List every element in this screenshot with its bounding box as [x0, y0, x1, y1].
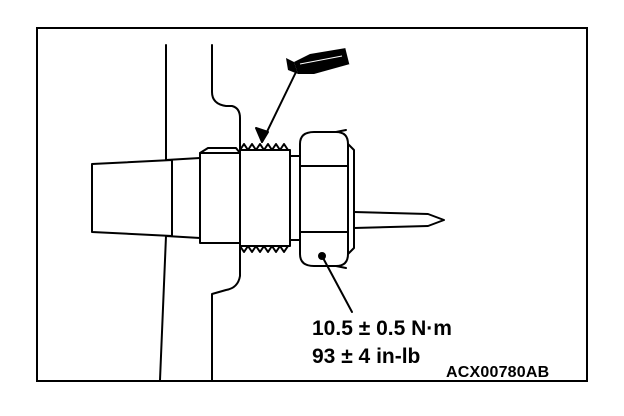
- sealant-leader-line: [255, 71, 297, 143]
- torque-spec-nm: 10.5 ± 0.5 N·m: [312, 317, 452, 340]
- sensor-neck: [289, 155, 301, 241]
- housing-outline: [159, 44, 241, 381]
- probe-pin: [353, 211, 445, 229]
- reference-code: ACX00780AB: [446, 364, 550, 381]
- hex-nut: [299, 129, 355, 269]
- connector-body: [91, 157, 201, 239]
- sensor-base: [199, 147, 241, 244]
- torque-spec-inlb: 93 ± 4 in-lb: [312, 345, 421, 368]
- sealant-tube-icon: [286, 47, 351, 74]
- torque-leader-line: [318, 252, 353, 313]
- diagram-frame: [36, 27, 588, 382]
- threaded-section: [239, 143, 291, 253]
